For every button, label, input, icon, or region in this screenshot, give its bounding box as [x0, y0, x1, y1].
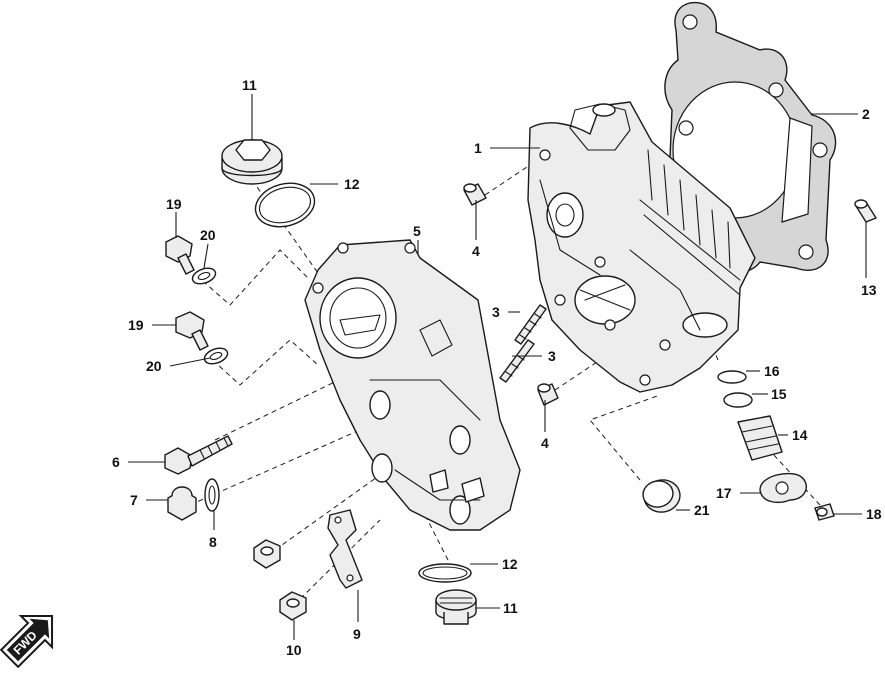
cylinder-head-cover — [304, 239, 521, 531]
callout-19b: 19 — [128, 317, 144, 333]
callout-labels: 1 2 3 3 4 4 5 6 7 8 9 10 11 11 12 12 13 … — [112, 77, 882, 658]
o-ring-12-lower — [418, 563, 472, 583]
callout-4a: 4 — [472, 243, 480, 259]
dowel-pin-13 — [854, 199, 877, 223]
cap-11-lower — [435, 589, 477, 625]
plug-cap-21 — [642, 479, 681, 513]
callout-12b: 12 — [502, 556, 518, 572]
dowel-pin-4-lower — [537, 383, 559, 406]
stud-bolt-3-lower — [499, 339, 535, 383]
cylinder-head — [527, 101, 756, 393]
gasket-17 — [759, 472, 808, 503]
washer-20-upper — [191, 267, 217, 285]
fwd-direction-badge: FWD — [0, 614, 54, 669]
gasket-plate-9 — [327, 509, 363, 589]
o-ring-16 — [717, 370, 747, 384]
callout-18: 18 — [866, 506, 882, 522]
screw-18 — [814, 503, 835, 521]
nut-10-upper — [253, 539, 281, 569]
callout-3b: 3 — [548, 348, 556, 364]
callout-20b: 20 — [146, 358, 162, 374]
callout-15: 15 — [771, 386, 787, 402]
callout-2: 2 — [862, 106, 870, 122]
callout-14: 14 — [792, 427, 808, 443]
callout-19a: 19 — [166, 196, 182, 212]
dowel-pin-4-upper — [463, 183, 487, 206]
callout-9: 9 — [353, 626, 361, 642]
cap-nut-7 — [167, 486, 197, 521]
callout-17: 17 — [716, 485, 732, 501]
callout-21: 21 — [694, 502, 710, 518]
o-ring-15 — [723, 392, 753, 408]
callout-6: 6 — [112, 454, 120, 470]
callout-13: 13 — [861, 282, 877, 298]
cap-11-upper — [221, 139, 283, 185]
flange-bolt-6 — [164, 435, 233, 475]
tensioner-14 — [737, 415, 783, 461]
callout-11a: 11 — [242, 77, 257, 93]
callout-8: 8 — [209, 534, 217, 550]
callout-10: 10 — [286, 642, 302, 658]
nut-10-lower — [279, 591, 307, 621]
bolt-19-upper — [165, 235, 195, 275]
washer-20-lower — [203, 347, 229, 365]
callout-leader-lines — [128, 94, 867, 640]
callout-16: 16 — [764, 363, 780, 379]
bolt-19-lower — [175, 311, 209, 351]
callout-1: 1 — [474, 140, 482, 156]
callout-7: 7 — [130, 492, 138, 508]
callout-20a: 20 — [200, 227, 216, 243]
washer-8 — [204, 478, 220, 512]
callout-11b: 11 — [503, 600, 518, 616]
callout-4b: 4 — [541, 435, 549, 451]
o-ring-12-upper — [254, 182, 316, 228]
callout-3a: 3 — [492, 304, 500, 320]
callout-5: 5 — [413, 223, 421, 239]
stud-bolt-3-upper — [514, 304, 547, 345]
callout-12a: 12 — [344, 176, 360, 192]
